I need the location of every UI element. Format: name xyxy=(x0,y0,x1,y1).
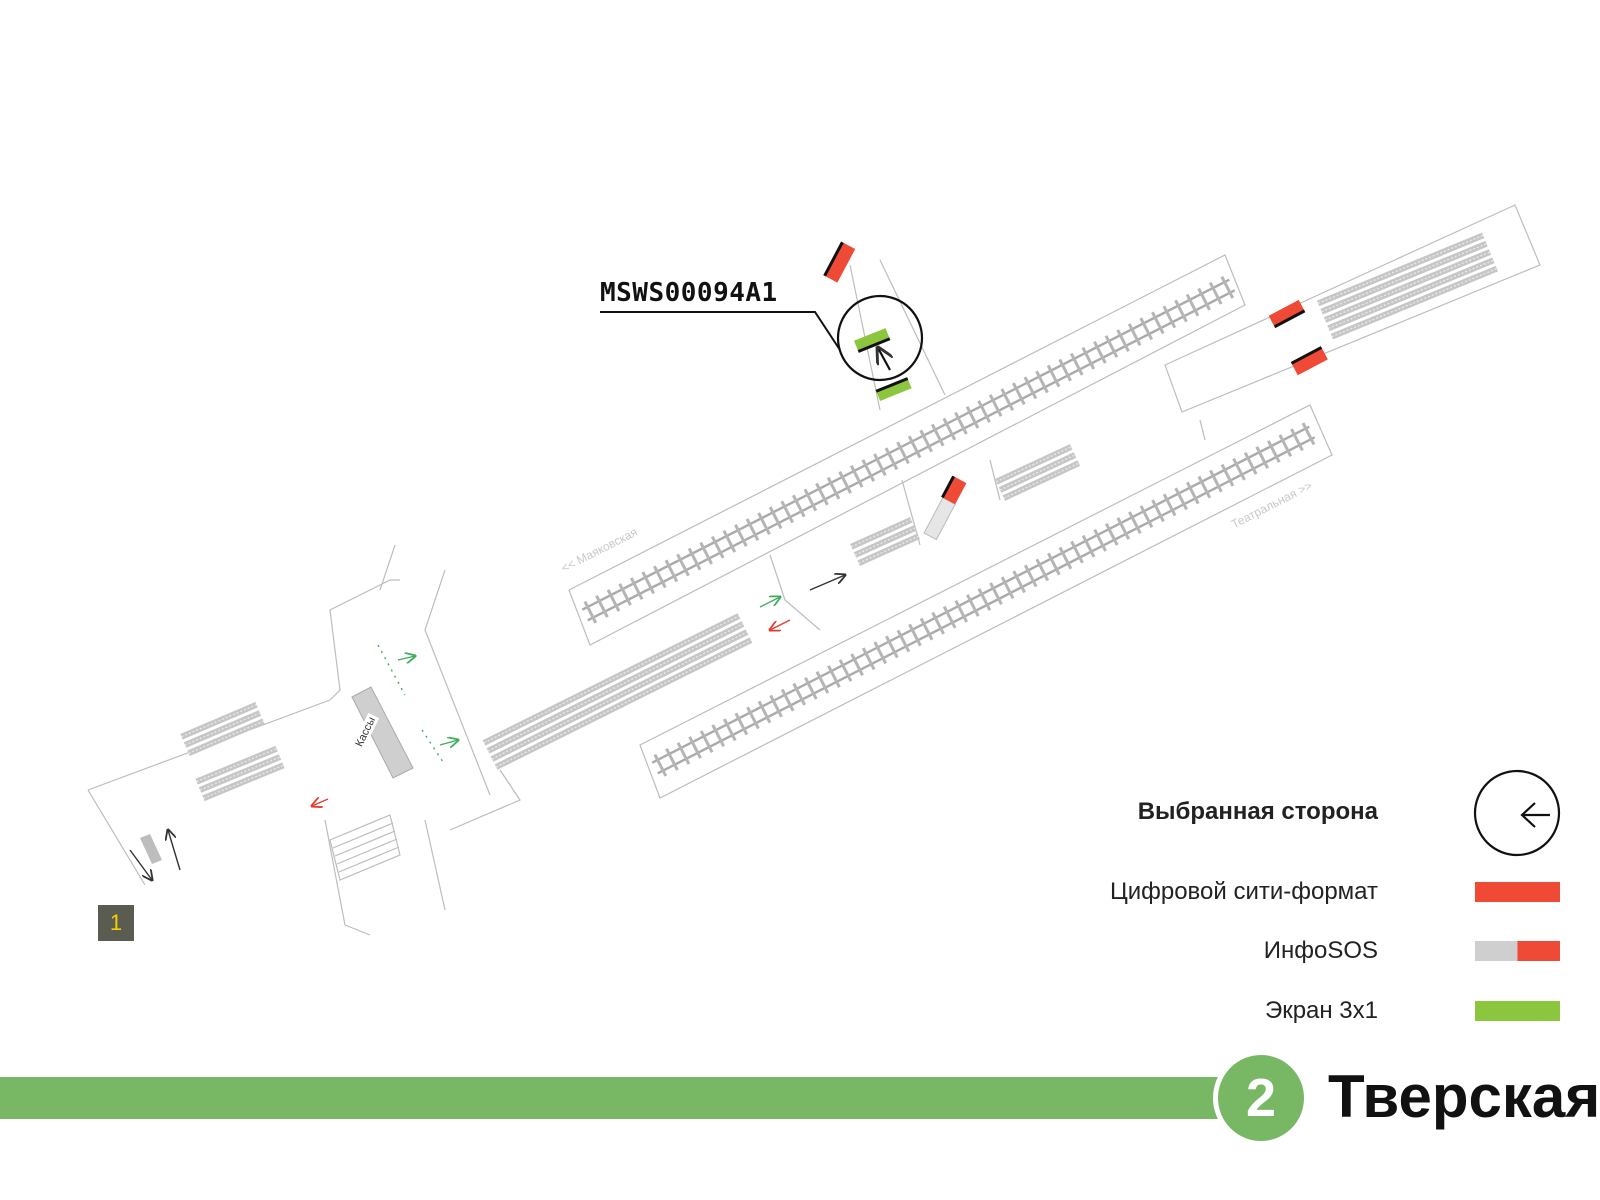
legend-item: ИнфоSOS xyxy=(1264,936,1378,966)
exit-arrows xyxy=(129,830,181,880)
selected-screen-callout xyxy=(600,294,924,382)
screen-code-label: MSWS00094A1 xyxy=(600,278,778,308)
legend-swatch-screen-3x1 xyxy=(1475,1001,1560,1021)
flow-arrows xyxy=(312,575,845,806)
ad-placements xyxy=(823,241,1328,541)
exit-stairs xyxy=(329,814,401,881)
escalator xyxy=(850,517,920,566)
city-format-screen xyxy=(823,241,856,283)
cashier-booth xyxy=(351,686,414,779)
escalator xyxy=(482,613,753,770)
legend-swatch-infosos xyxy=(1475,941,1560,961)
legend-item: Цифровой сити-формат xyxy=(1110,877,1378,907)
escalator xyxy=(195,745,285,802)
selected-side-icon xyxy=(1473,769,1561,857)
view-direction-arrow xyxy=(878,348,890,371)
infosos-panel xyxy=(923,475,967,541)
escalator xyxy=(1316,232,1499,340)
screen-3x1 xyxy=(853,328,891,353)
escalators xyxy=(180,232,1499,802)
legend-item-label: Экран 3x1 xyxy=(1264,997,1378,1024)
legend-selected-side: Выбранная сторона xyxy=(1138,797,1378,827)
city-format-screen xyxy=(1268,299,1306,329)
legend-item: Экран 3x1 xyxy=(1265,996,1378,1026)
legend-selected-side-label: Выбранная сторона xyxy=(1137,798,1378,825)
metro-line-bar xyxy=(0,1077,1220,1119)
escalator xyxy=(180,701,265,757)
station-name: Тверская xyxy=(1328,1063,1600,1130)
railway-tracks xyxy=(581,276,1316,777)
city-format-screen xyxy=(1290,346,1328,376)
escalator xyxy=(994,444,1081,501)
screen-3x1 xyxy=(875,377,912,402)
legend-item-label: Цифровой сити-формат xyxy=(1109,878,1378,905)
line-number-badge: 2 xyxy=(1213,1050,1309,1146)
railway-track xyxy=(581,276,1236,624)
railway-track xyxy=(651,422,1316,777)
legend-swatch-city-format xyxy=(1475,882,1560,902)
exit-number-badge: 1 xyxy=(98,905,134,941)
legend-item-label: ИнфоSOS xyxy=(1263,937,1378,964)
